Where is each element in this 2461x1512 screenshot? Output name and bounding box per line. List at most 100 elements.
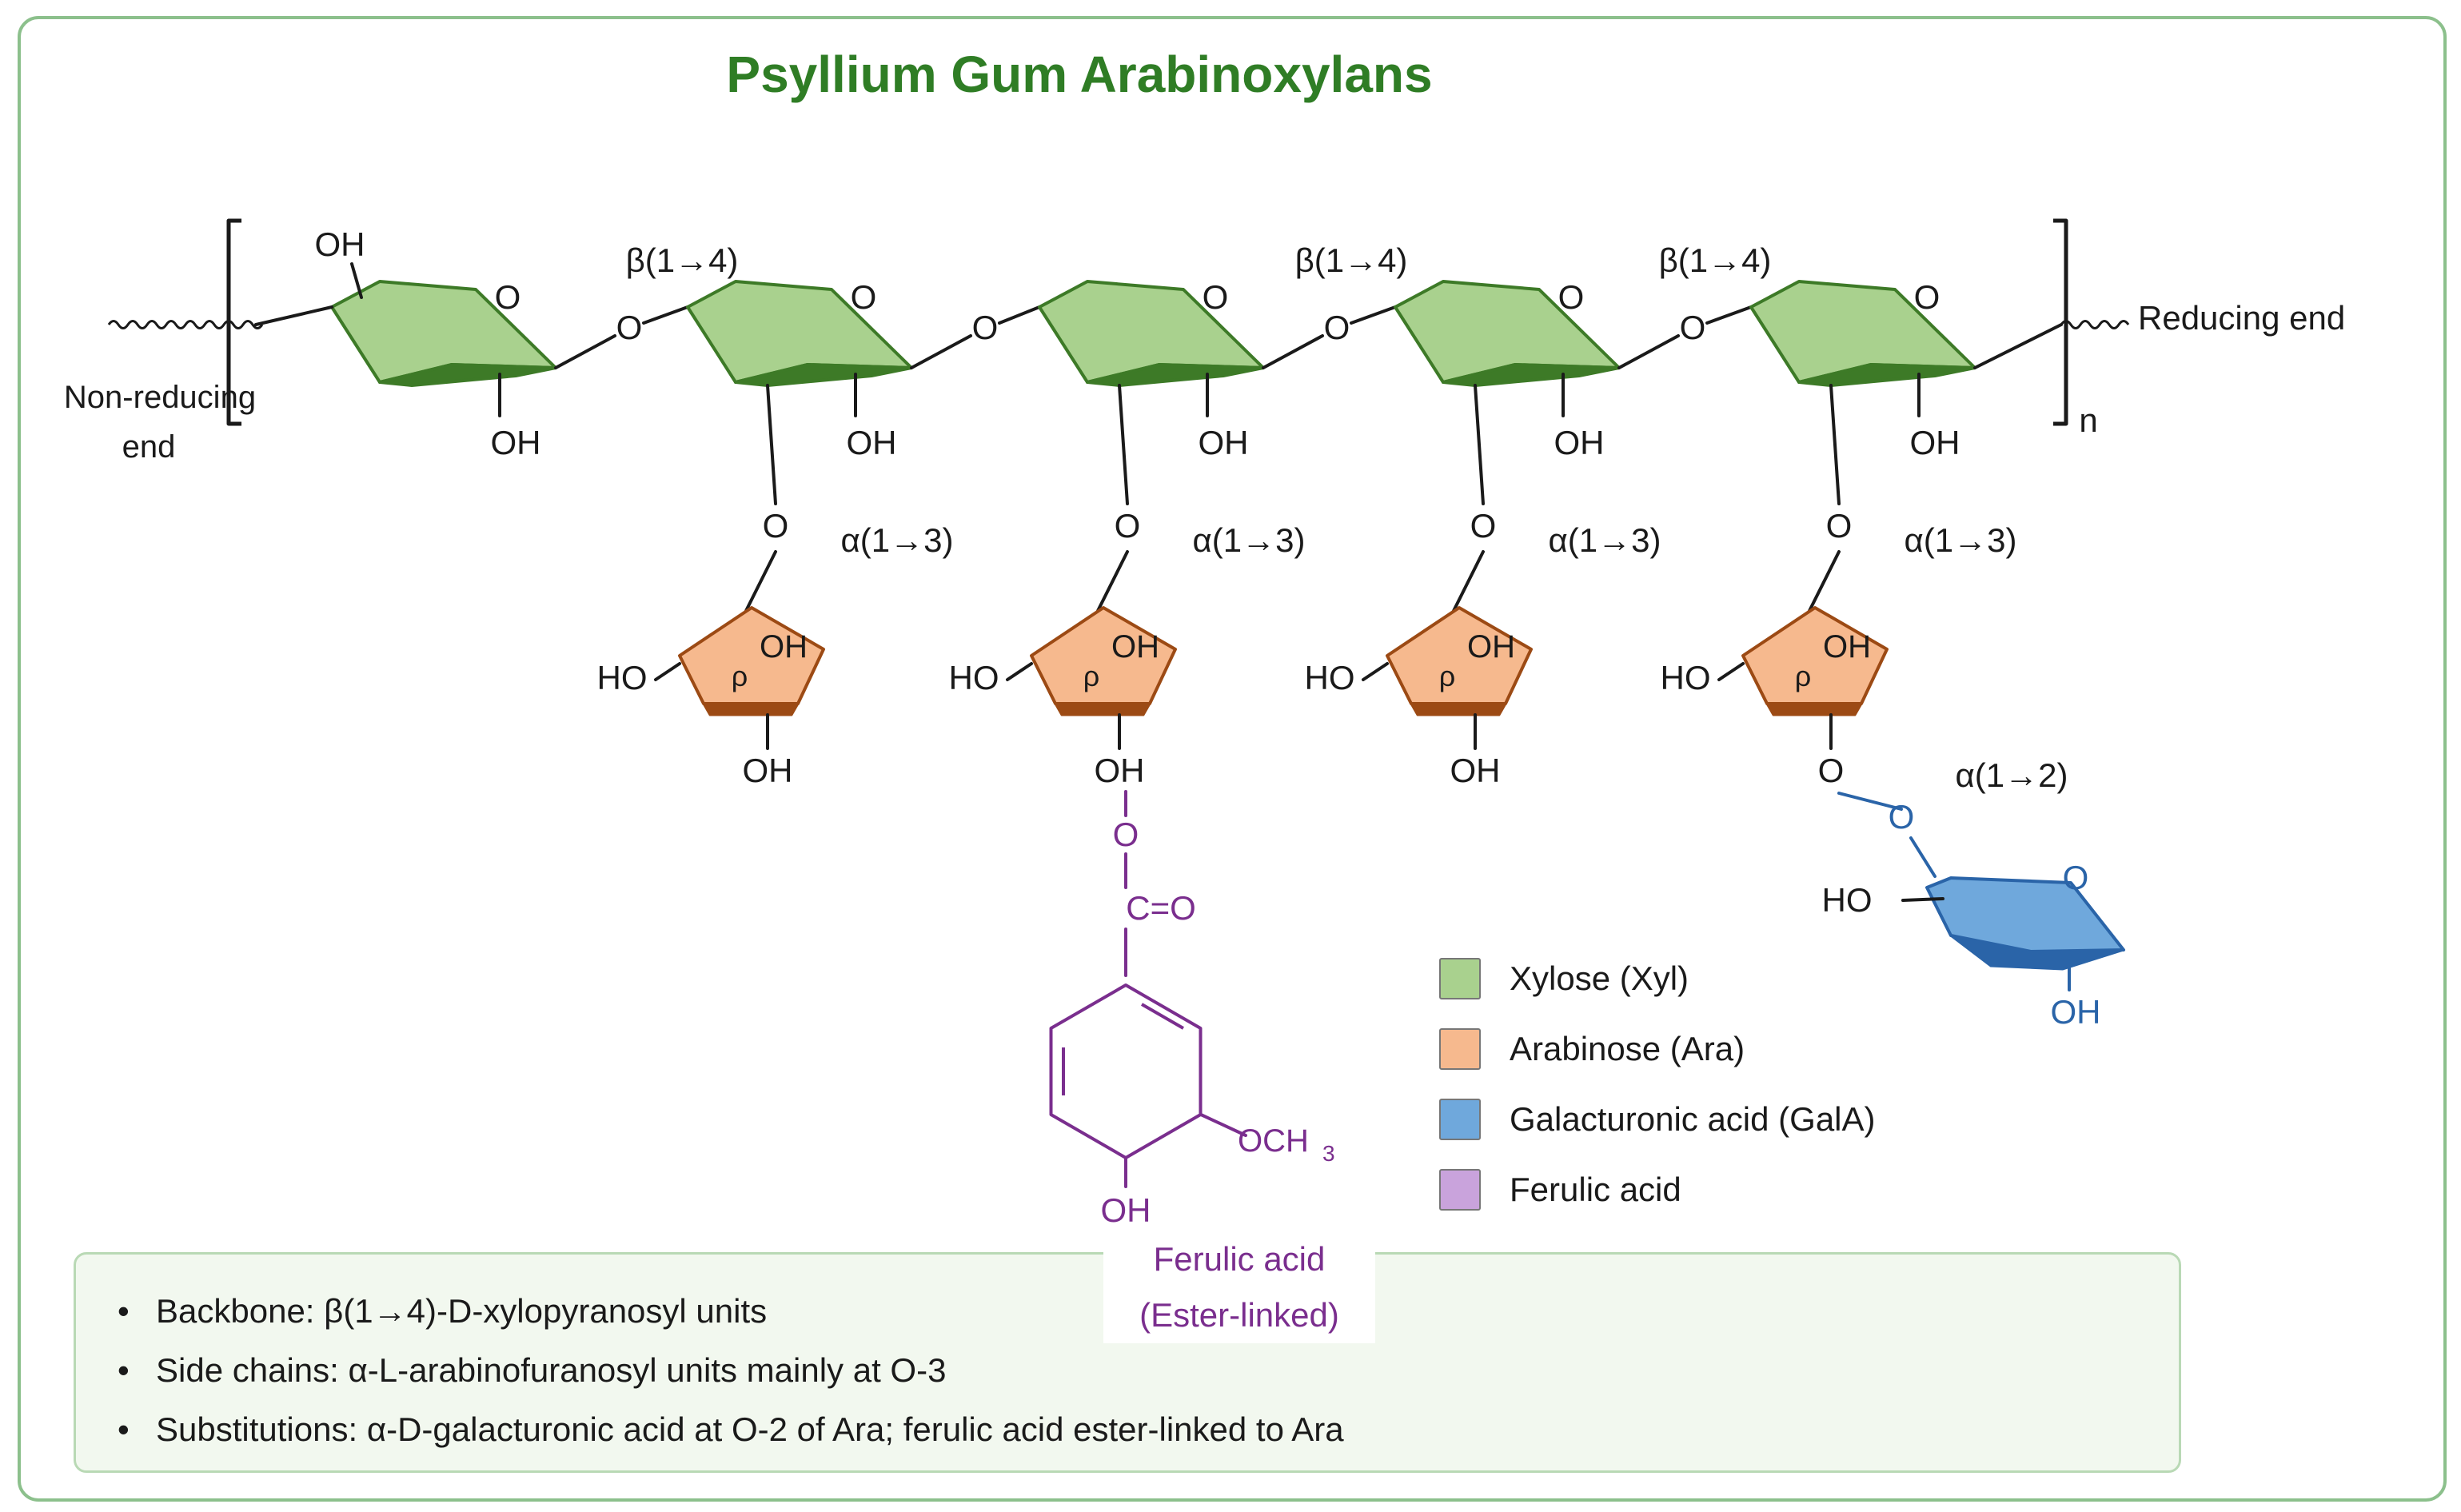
ring-oxygen: O [495, 278, 521, 316]
methoxy-label: OCH [1238, 1123, 1309, 1159]
left-repeat-bracket [226, 218, 241, 426]
arabinose-swatch [1439, 1028, 1481, 1070]
gala-oxygen: O [1889, 798, 1915, 836]
glycosidic-oxygen: O [1324, 309, 1350, 346]
non-reducing-end-label: Non-reducing [64, 380, 256, 415]
side-chain-bond [1118, 384, 1129, 505]
non-reducing-bond [254, 305, 333, 326]
side-chain-oxygen: O [1826, 507, 1853, 545]
glycosidic-bond [1262, 334, 1324, 369]
side-chain-bond [742, 550, 777, 617]
glycosidic-oxygen: O [616, 309, 643, 346]
side-chain-oxygen: O [763, 507, 789, 545]
repeat-subscript-n: n [2079, 401, 2097, 439]
legend-label: Xylose (Xyl) [1510, 959, 1689, 997]
gala-link-oxygen: O [1818, 752, 1845, 789]
side-chain-bond [1829, 384, 1841, 505]
glycosidic-bond [1350, 305, 1397, 325]
diagram-title: Psyllium Gum Arabinoxylans [726, 46, 1433, 103]
ring-oxygen: O [1203, 278, 1229, 316]
glycosidic-bond [1617, 334, 1680, 369]
ring-oxygen: O [1914, 278, 1940, 316]
hydroxyl-label: OH [1450, 752, 1501, 789]
glycosidic-oxygen: O [1680, 309, 1706, 346]
hydroxyl-bond [1006, 662, 1033, 681]
methoxy-subscript: 3 [1322, 1141, 1335, 1166]
reducing-end-bond [1973, 323, 2063, 369]
note-side-chains: Side chains: α-L-arabinofuranosyl units … [118, 1341, 2179, 1400]
reducing-wavy-bond [2060, 320, 2130, 329]
carbonyl-label: C=O [1126, 889, 1196, 927]
methoxy-bond [1199, 1113, 1247, 1137]
phenol-hydroxyl: OH [1101, 1191, 1151, 1229]
hydroxyl-label: OH [743, 752, 793, 789]
legend-label: Arabinose (Ara) [1510, 1030, 1745, 1067]
side-chain-bond [1450, 550, 1485, 617]
xylose-ring-front-bond [1442, 363, 1621, 387]
glycosidic-bond [642, 305, 689, 325]
non-reducing-end-label-line2: end [122, 429, 176, 465]
gala-hydroxyl-bond [1901, 897, 1944, 902]
legend-item-arabinose: Arabinose (Ara) [1439, 1014, 1876, 1084]
arabinose-ring-front-bond [1765, 702, 1863, 716]
gala-hydroxyl: HO [1822, 881, 1873, 919]
ring-label: ρ [732, 660, 748, 692]
arabinose-ring-face [1386, 606, 1533, 705]
note-backbone: Backbone: β(1→4)-D-xylopyranosyl units [118, 1282, 2179, 1341]
linkage-label-side: α(1→3) [1905, 521, 2017, 559]
side-chain-oxygen: O [1115, 507, 1141, 545]
ring-oxygen: O [1558, 278, 1585, 316]
galacturonic-acid-swatch [1439, 1099, 1481, 1140]
ring-oxygen: OH [1823, 629, 1871, 664]
ferulic-acid-caption: Ferulic acid (Ester-linked) [1103, 1231, 1375, 1343]
linkage-label-side: α(1→3) [841, 521, 954, 559]
hydroxyl-label: HO [949, 659, 999, 696]
hydroxyl-label: OH [1910, 424, 1960, 461]
hydroxyl-bond [654, 662, 681, 681]
glycosidic-bond [910, 334, 972, 369]
legend-item-ferulic-acid: Ferulic acid [1439, 1155, 1876, 1225]
right-repeat-bracket [2053, 218, 2068, 426]
linkage-label-backbone: β(1→4) [1295, 241, 1408, 279]
xylose-ring-front-bond [734, 363, 913, 387]
non-reducing-wavy-bond [107, 320, 264, 329]
glycosidic-bond [554, 334, 616, 369]
ferulic-caption-line1: Ferulic acid [1153, 1240, 1326, 1278]
linkage-label-side: α(1→3) [1193, 521, 1306, 559]
hydroxyl-label: HO [597, 659, 648, 696]
xylose-ring-front-bond [378, 363, 557, 387]
gala-bond [1909, 836, 1936, 878]
linkage-label-side: α(1→3) [1549, 521, 1661, 559]
glycosidic-bond [1705, 305, 1753, 325]
glycosidic-bond [998, 305, 1041, 325]
side-chain-bond [1094, 550, 1129, 617]
arabinose-ring-face [678, 606, 825, 705]
hydroxyl-label: HO [1661, 659, 1711, 696]
ring-oxygen: OH [760, 629, 808, 664]
note-label: Side chains: [156, 1351, 339, 1389]
hydroxyl-label: OH [1554, 424, 1605, 461]
legend-item-xylose: Xylose (Xyl) [1439, 944, 1876, 1014]
note-text: α-D-galacturonic acid at O-2 of Ara; fer… [366, 1410, 1344, 1448]
ferulic-acid-swatch [1439, 1169, 1481, 1211]
ferulate-ester-hydroxyl: OH [1095, 752, 1145, 789]
linkage-label-backbone: β(1→4) [626, 241, 739, 279]
ester-oxygen: O [1113, 816, 1139, 853]
gala-linkage-bond [1837, 792, 1903, 811]
side-chain-oxygen: O [1470, 507, 1497, 545]
legend-item-galacturonic-acid: Galacturonic acid (GalA) [1439, 1084, 1876, 1155]
hydroxyl-bond-top [350, 262, 363, 299]
linkage-label-backbone: β(1→4) [1659, 241, 1772, 279]
arabinose-ring-face [1741, 606, 1889, 705]
arabinose-ring-front-bond [1410, 702, 1507, 716]
arabinose-ring-front-bond [1054, 702, 1151, 716]
legend: Xylose (Xyl) Arabinose (Ara) Galacturoni… [1439, 944, 1876, 1225]
hydroxyl-label: OH [1199, 424, 1249, 461]
ring-label: ρ [1439, 660, 1455, 692]
note-label: Substitutions: [156, 1410, 358, 1448]
note-label: Backbone: [156, 1292, 315, 1330]
hydroxyl-bond [1362, 662, 1389, 681]
hydroxyl-label: OH [491, 424, 541, 461]
note-text: β(1→4)-D-xylopyranosyl units [324, 1292, 768, 1330]
